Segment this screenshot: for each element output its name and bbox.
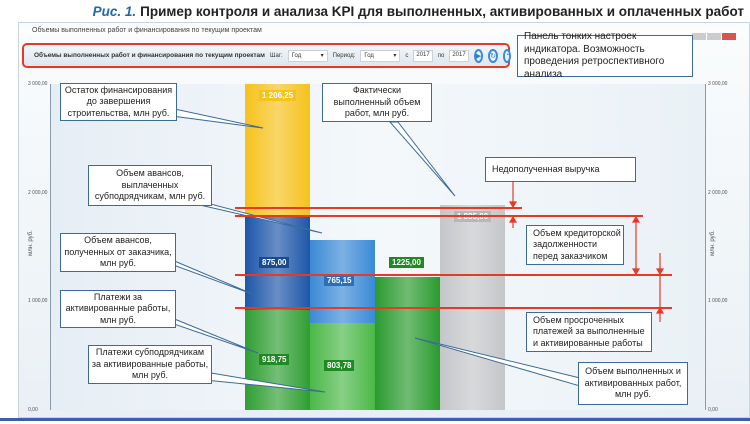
step-label: Шаг: — [269, 52, 283, 59]
figure-number: Рис. 1. — [92, 4, 137, 19]
annotation-payments-acts: Платежи за активированные работы, млн ру… — [60, 290, 176, 328]
chart-settings-icon[interactable]: ◔ — [502, 48, 512, 63]
annotation-settings-panel: Панель тонких настроек индикатора. Возмо… — [517, 31, 693, 80]
minimize-button[interactable] — [692, 33, 706, 40]
y-tick-label-left: 3 000,00 — [28, 81, 48, 87]
annotation-completed-works: Объем выполненных и активированных работ… — [578, 362, 688, 405]
indicator-toolbar: Объемы выполненных работ и финансировани… — [22, 43, 512, 68]
to-label: по — [437, 52, 445, 59]
annotation-advances-paid: Объем авансов, выплаченных субподрядчика… — [88, 165, 212, 206]
callout-pointer — [388, 121, 456, 197]
to-year-stepper[interactable]: 2017 — [449, 49, 469, 62]
bar-value-label: 1 206,25 — [259, 90, 297, 101]
bar-value-label: 918,75 — [259, 354, 290, 366]
page-rule — [0, 418, 750, 421]
annotation-advances-received: Объем авансов, полученных от заказчика, … — [60, 233, 176, 272]
y-tick-label-left: 1 000,00 — [28, 298, 48, 305]
figure-title: Пример контроля и анализа KPI для выполн… — [140, 4, 744, 19]
annotation-lost-revenue: Недополученная выручка — [485, 157, 636, 182]
bar-value-label: 803,78 — [324, 360, 355, 372]
bar-segment — [375, 276, 440, 410]
period-value: Год — [364, 52, 374, 59]
from-label: с — [405, 52, 409, 59]
chevron-down-icon: ▾ — [393, 53, 397, 59]
bar-segment — [245, 84, 310, 216]
period-select[interactable]: Год ▾ — [360, 49, 401, 62]
annotation-actual-volume: Фактически выполненный объем работ, млн … — [322, 83, 432, 122]
callout-pointer — [170, 258, 256, 296]
chevron-down-icon: ▾ — [320, 53, 324, 59]
close-button[interactable] — [722, 33, 736, 40]
y-tick-label-right: 2 000,00 — [708, 189, 728, 196]
annotation-subcontractor-payments: Платежи субподрядчикам за активированные… — [88, 345, 212, 384]
y-tick-label-left: 0,00 — [28, 407, 38, 413]
figure-caption: Рис. 1.Пример контроля и анализа KPI для… — [93, 4, 744, 19]
window-title: Объемы выполненных работ и финансировани… — [32, 27, 262, 34]
bar-value-label: 875,00 — [259, 256, 290, 268]
y-tick-label-right: 0,00 — [708, 407, 718, 413]
bar-value-label: 1225,00 — [389, 256, 424, 268]
refresh-icon[interactable]: ↻ — [488, 48, 498, 63]
callout-pointer — [204, 371, 326, 393]
play-icon[interactable]: ▶ — [473, 48, 484, 63]
step-value: Год — [291, 52, 302, 59]
from-year-stepper[interactable]: 2017 — [413, 49, 433, 62]
period-label: Период: — [332, 52, 356, 59]
left-y-axis — [50, 84, 51, 410]
step-select[interactable]: Год ▾ — [287, 49, 328, 62]
toolbar-title: Объемы выполненных работ и финансировани… — [34, 52, 265, 59]
bar-value-label: 765,15 — [324, 275, 355, 287]
annotation-payables: Объем кредиторской задолженности перед з… — [526, 225, 624, 265]
right-y-axis — [705, 84, 706, 410]
annotation-remaining-financing: Остаток финансирования до завершения стр… — [60, 83, 177, 121]
annotation-overdue-payments: Объем просроченных платежей за выполненн… — [526, 312, 652, 352]
y-tick-label-right: 1 000,00 — [708, 298, 728, 305]
window-controls — [692, 27, 742, 40]
bar-segment — [310, 322, 375, 410]
y-tick-label-left: 2 000,00 — [28, 189, 48, 196]
y-tick-label-right: 3 000,00 — [708, 81, 728, 87]
callout-pointer — [169, 107, 264, 129]
maximize-button[interactable] — [707, 33, 721, 40]
